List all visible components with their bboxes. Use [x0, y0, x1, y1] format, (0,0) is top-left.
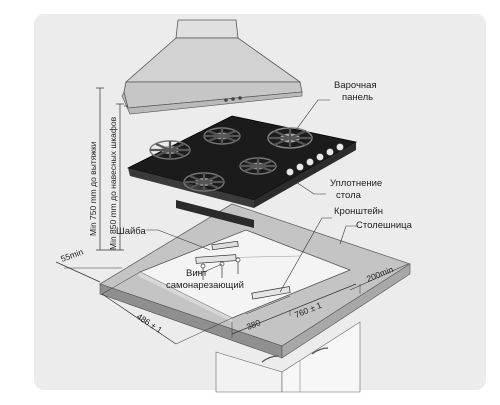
burner-front-left [183, 172, 225, 192]
cabinet [215, 321, 361, 393]
label-washer: Шайба [116, 226, 147, 237]
label-bracket: Кронштейн [334, 206, 383, 217]
label-hob-line1: Варочная [334, 80, 377, 91]
label-hob-line2: панель [342, 92, 373, 103]
burner-back-left [149, 140, 191, 160]
leader-lines [146, 99, 358, 293]
cutout-opening [138, 229, 352, 322]
width-dimension [231, 283, 357, 338]
left-min-dimension [55, 261, 122, 283]
vertical-dimensions [96, 87, 128, 251]
label-screw-line1: Винт [186, 268, 208, 279]
burner-back-right [267, 127, 313, 149]
right-min-dimension [349, 263, 409, 294]
label-countertop: Столешница [356, 220, 413, 231]
label-seal-line1: Уплотнение [330, 178, 382, 189]
label-screw-line2: самонарезающий [166, 280, 244, 291]
label-seal-line2: стола [336, 190, 362, 201]
min-hood-label: Min 750 mm до вытяжки [88, 141, 98, 236]
hob [126, 115, 358, 228]
min-cabinets-label: Min 850 mm до навесных шкафов [108, 116, 118, 250]
control-knobs [286, 143, 344, 176]
burner-front-center [239, 157, 277, 175]
depth-dimension [101, 271, 233, 345]
bracket-parts [195, 240, 291, 300]
range-hood [121, 19, 303, 115]
burner-back-center [203, 127, 241, 145]
